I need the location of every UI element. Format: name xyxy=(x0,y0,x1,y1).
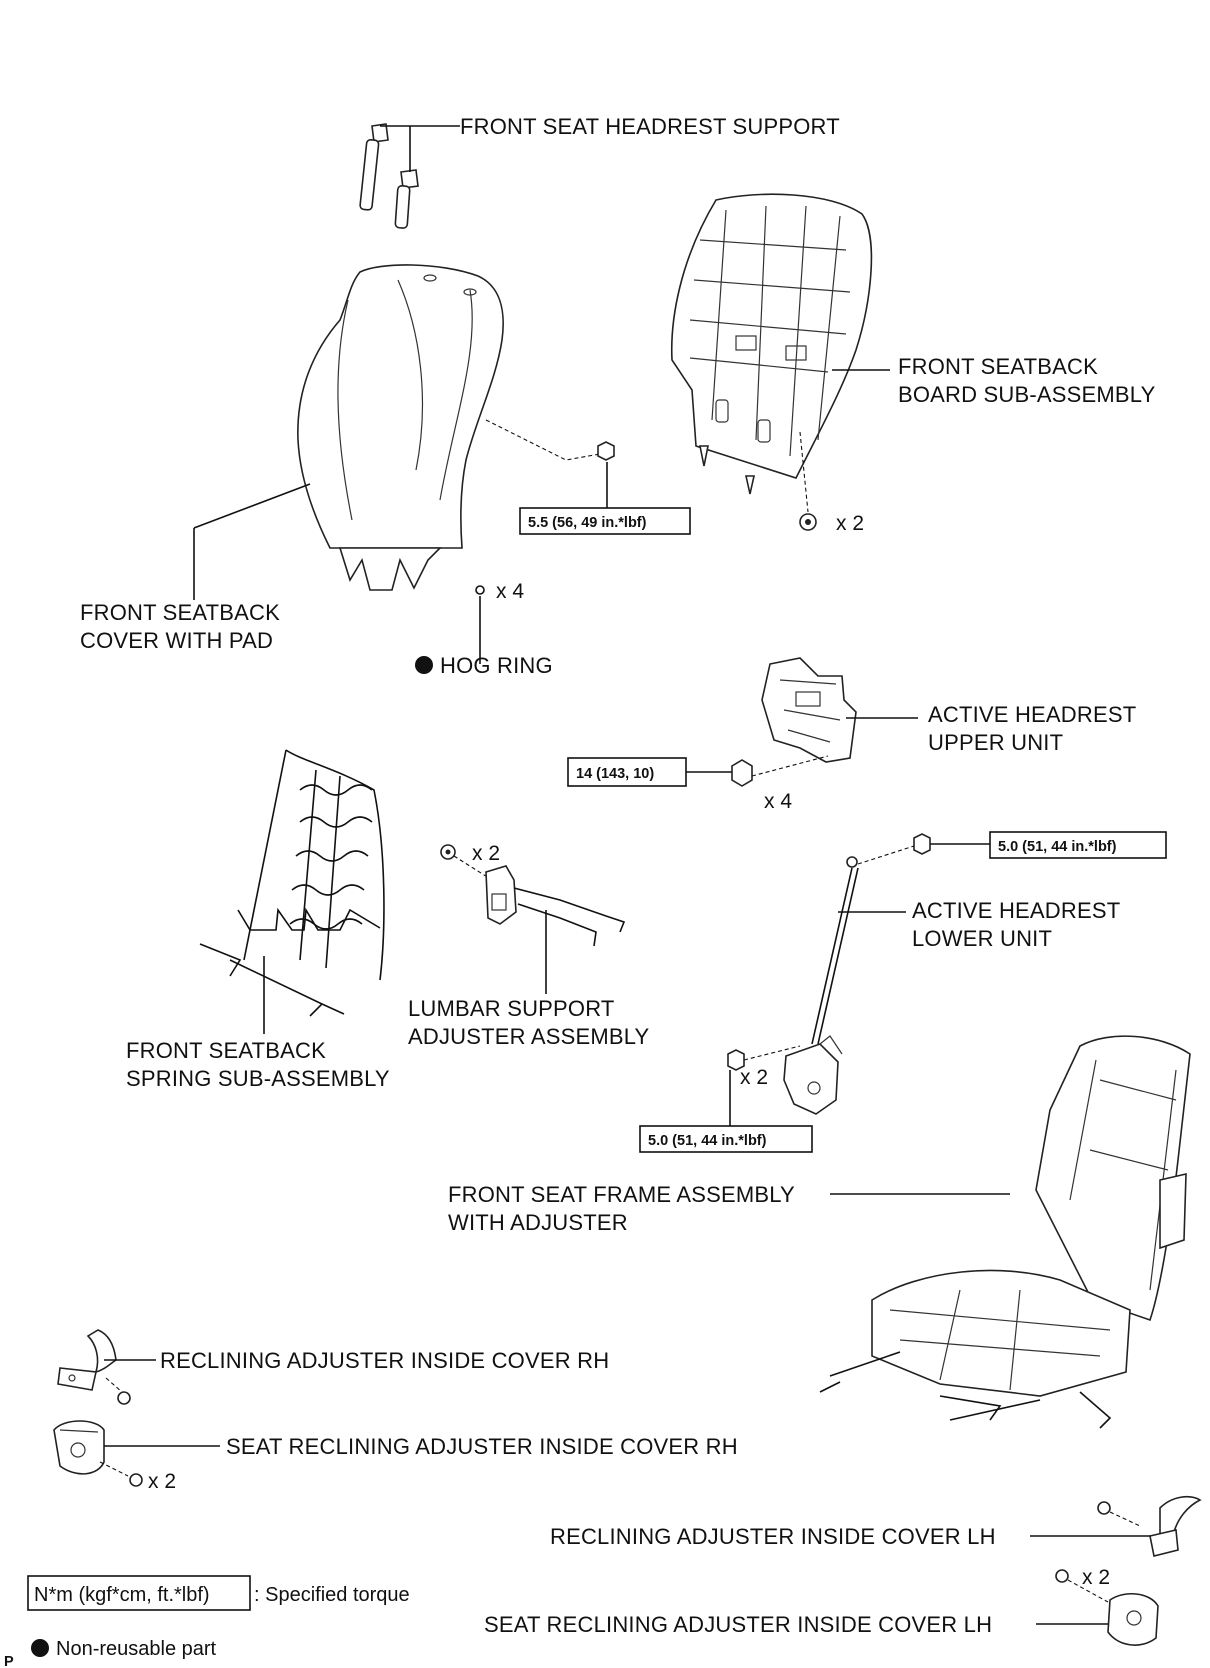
label-upper-l2: UPPER UNIT xyxy=(928,730,1063,755)
nonreusable-dot-icon xyxy=(415,656,433,674)
legend-torque-box xyxy=(27,1575,251,1611)
reclining-cover-rh-illustration xyxy=(57,1329,117,1391)
seat-recl-rh-screw-dash xyxy=(99,1461,129,1477)
lumbar-support-illustration xyxy=(485,865,626,947)
label-board-l1: FRONT SEATBACK xyxy=(898,354,1098,379)
label-lower-l1: ACTIVE HEADREST xyxy=(912,898,1120,923)
qty-seat-recl-rh-screw: x 2 xyxy=(148,1470,176,1493)
recl-rh-screw-dash xyxy=(105,1377,123,1393)
seatback-board-illustration xyxy=(670,193,873,495)
recl-rh-screw-icon xyxy=(117,1391,131,1405)
legend-torque-text: : Specified torque xyxy=(254,1584,410,1606)
label-lumbar-l2: ADJUSTER ASSEMBLY xyxy=(408,1024,650,1049)
reclining-cover-lh-illustration xyxy=(1149,1495,1202,1557)
label-recl-rh: RECLINING ADJUSTER INSIDE COVER RH xyxy=(160,1348,609,1373)
torque-box-upper-nut xyxy=(567,757,687,787)
label-spring-l2: SPRING SUB-ASSEMBLY xyxy=(126,1066,390,1091)
label-hog-ring: HOG RING xyxy=(440,653,553,678)
seatback-cover-illustration xyxy=(297,264,504,591)
label-frame-l1: FRONT SEAT FRAME ASSEMBLY xyxy=(448,1182,795,1207)
qty-hog-ring: x 4 xyxy=(496,580,524,603)
seat-recl-lh-screw-dash xyxy=(1067,1579,1109,1603)
lower-top-nut-icon xyxy=(913,833,931,855)
lower-bottom-nut-icon xyxy=(727,1049,745,1071)
torque-box-cover-nut xyxy=(519,507,691,535)
qty-upper-nut: x 4 xyxy=(764,790,792,813)
torque-box-lower-top-nut xyxy=(989,831,1167,859)
torque-lower-bottom-nut: 5.0 (51, 44 in.*lbf) xyxy=(648,1133,767,1149)
torque-cover-nut: 5.5 (56, 49 in.*lbf) xyxy=(528,515,647,531)
recl-lh-screw-icon xyxy=(1097,1501,1111,1515)
seatback-spring-illustration xyxy=(199,749,385,1017)
corner-mark: P xyxy=(4,1654,14,1668)
board-screw-icon xyxy=(799,513,817,531)
legend-torque-box-text: N*m (kgf*cm, ft.*lbf) xyxy=(34,1584,210,1606)
qty-board-screw: x 2 xyxy=(836,512,864,535)
label-recl-lh: RECLINING ADJUSTER INSIDE COVER LH xyxy=(550,1524,996,1549)
upper-nut-dash xyxy=(751,755,829,777)
headrest-support-illustration xyxy=(359,123,419,229)
seat-recl-lh-screw-icon xyxy=(1055,1569,1069,1583)
label-cover-l1: FRONT SEATBACK xyxy=(80,600,280,625)
torque-box-lower-bottom-nut xyxy=(639,1125,813,1153)
active-headrest-lower-illustration xyxy=(783,856,859,1115)
seat-recl-rh-screw-icon xyxy=(129,1473,143,1487)
label-headrest-support: FRONT SEAT HEADREST SUPPORT xyxy=(460,114,840,139)
seat-reclining-cover-rh-illustration xyxy=(53,1420,105,1475)
torque-upper-nut: 14 (143, 10) xyxy=(576,766,654,782)
legend-nonreusable-text: Non-reusable part xyxy=(56,1638,217,1660)
active-headrest-upper-illustration xyxy=(761,657,857,763)
board-screw-dash xyxy=(799,431,809,513)
label-lumbar-l1: LUMBAR SUPPORT xyxy=(408,996,615,1021)
lower-top-nut-dash xyxy=(857,845,915,865)
label-seat-recl-rh: SEAT RECLINING ADJUSTER INSIDE COVER RH xyxy=(226,1434,738,1459)
seat-frame-illustration xyxy=(819,1035,1191,1429)
label-board-l2: BOARD SUB-ASSEMBLY xyxy=(898,382,1156,407)
qty-seat-recl-lh-screw: x 2 xyxy=(1082,1566,1110,1589)
label-upper-l1: ACTIVE HEADREST xyxy=(928,702,1136,727)
upper-nut-icon xyxy=(731,759,753,787)
lumbar-screw-icon xyxy=(440,844,456,860)
label-lower-l2: LOWER UNIT xyxy=(912,926,1052,951)
legend-nonreusable-dot-icon xyxy=(31,1639,49,1657)
torque-lower-top-nut: 5.0 (51, 44 in.*lbf) xyxy=(998,839,1117,855)
qty-lower-nut: x 2 xyxy=(740,1066,768,1089)
hog-ring-icon xyxy=(475,585,485,595)
qty-lumbar-screw: x 2 xyxy=(472,842,500,865)
label-seat-recl-lh: SEAT RECLINING ADJUSTER INSIDE COVER LH xyxy=(484,1612,992,1637)
label-cover-l2: COVER WITH PAD xyxy=(80,628,273,653)
label-frame-l2: WITH ADJUSTER xyxy=(448,1210,628,1235)
cover-nut-icon xyxy=(597,441,615,461)
seat-reclining-cover-lh-illustration xyxy=(1107,1593,1159,1646)
lower-bottom-nut-dash xyxy=(743,1045,801,1061)
recl-lh-screw-dash xyxy=(1109,1511,1141,1527)
label-spring-l1: FRONT SEATBACK xyxy=(126,1038,326,1063)
cover-leader xyxy=(193,483,311,529)
cover-nut-dash xyxy=(485,419,601,461)
